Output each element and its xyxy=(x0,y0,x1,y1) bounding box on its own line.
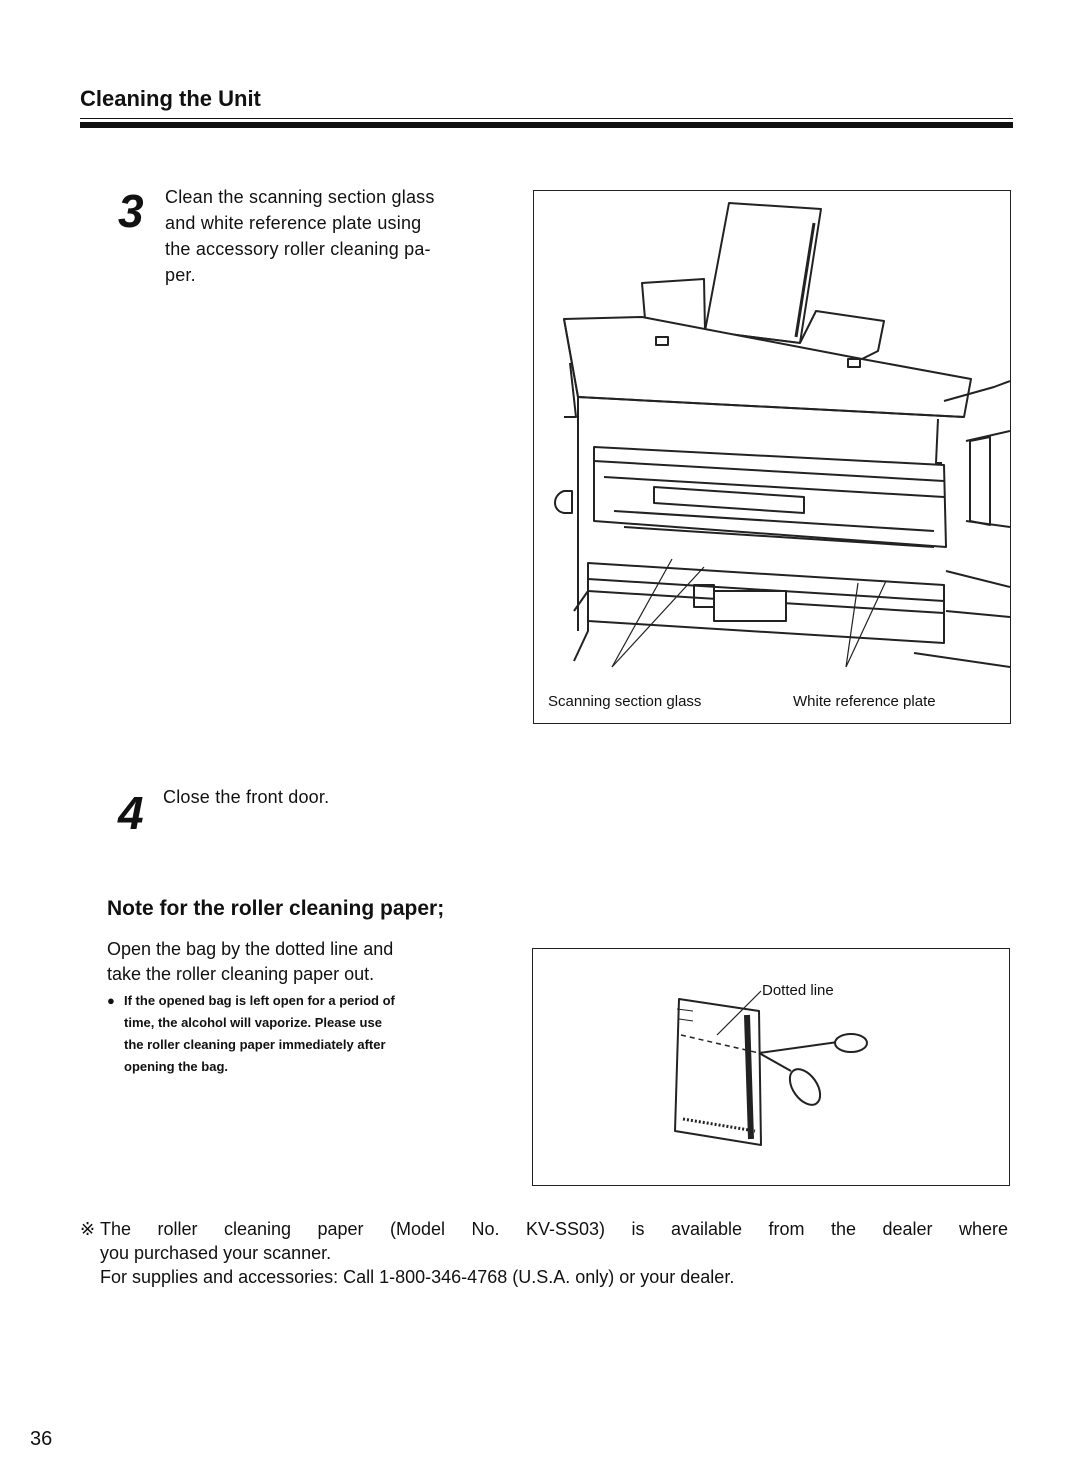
step-4-text: Close the front door. xyxy=(163,787,330,807)
step-3-line: the accessory roller cleaning pa- xyxy=(165,239,431,259)
footnote-text: The roller cleaning paper (Model No. KV-… xyxy=(100,1217,1008,1289)
warning-bullet-icon: ● xyxy=(107,993,115,1008)
bag-scissors-illustration xyxy=(674,990,868,1146)
footnote-line: The roller cleaning paper (Model No. KV-… xyxy=(100,1219,1008,1239)
note-title: Note for the roller cleaning paper; xyxy=(107,897,445,920)
scanner-illustration xyxy=(554,202,1010,668)
step-3-text: Clean the scanning section glass and whi… xyxy=(165,184,517,288)
step-3-number: 3 xyxy=(118,185,144,237)
warning-text: If the opened bag is left open for a per… xyxy=(124,990,518,1078)
section-title: Cleaning the Unit xyxy=(80,86,261,111)
note-line: take the roller cleaning paper out. xyxy=(107,964,375,984)
dotted-line-label: Dotted line xyxy=(762,982,834,999)
footnote-mark: ※ xyxy=(80,1219,96,1239)
header-rule-thin xyxy=(80,118,1013,119)
figure-caption-white-plate: White reference plate xyxy=(793,693,936,710)
note-text: Open the bag by the dotted line and take… xyxy=(107,937,517,987)
warning-line: opening the bag. xyxy=(124,1059,228,1074)
warning-line: If the opened bag is left open for a per… xyxy=(124,993,395,1008)
step-3-line: Clean the scanning section glass xyxy=(165,187,435,207)
scanner-figure: Scanning section glass White reference p… xyxy=(533,190,1011,724)
step-3-line: per. xyxy=(165,265,196,285)
step-3-line: and white reference plate using xyxy=(165,213,422,233)
figure-caption-scanning-glass: Scanning section glass xyxy=(548,693,702,710)
header-rule-thick xyxy=(80,122,1013,128)
bag-figure: Dotted line xyxy=(532,948,1010,1186)
step-4-number: 4 xyxy=(118,787,144,839)
warning-line: time, the alcohol will vaporize. Please … xyxy=(124,1015,382,1030)
footnote-line: For supplies and accessories: Call 1-800… xyxy=(100,1267,735,1287)
page-number: 36 xyxy=(30,1428,53,1450)
footnote-line: you purchased your scanner. xyxy=(100,1243,332,1263)
warning-line: the roller cleaning paper immediately af… xyxy=(124,1037,386,1052)
note-line: Open the bag by the dotted line and xyxy=(107,939,394,959)
